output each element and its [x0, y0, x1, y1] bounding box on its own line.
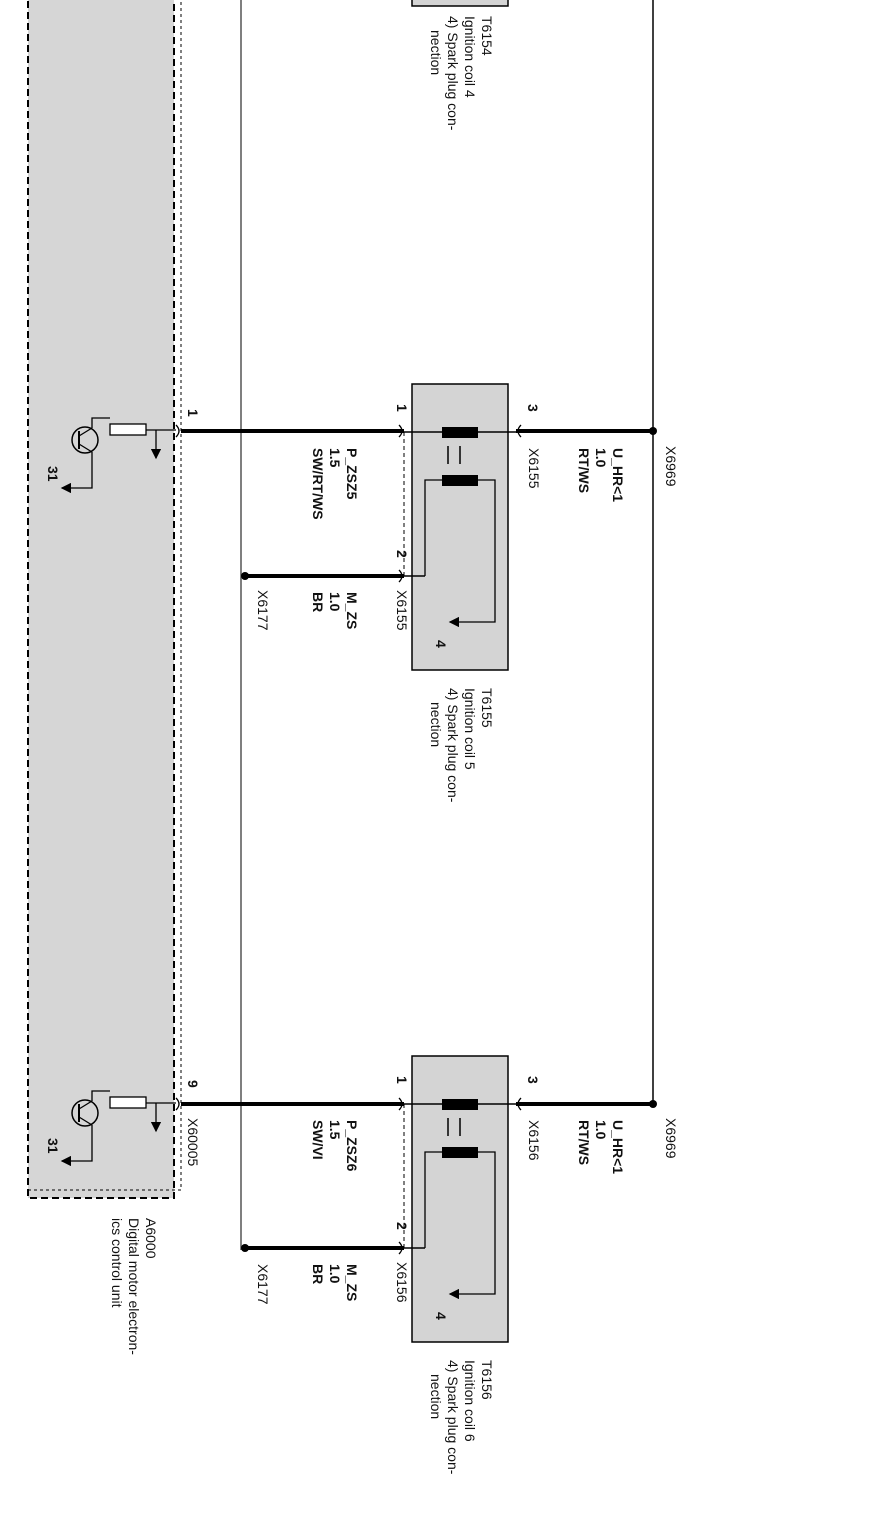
resistor-icon	[109, 1096, 147, 1109]
supply-wire-t6156-color: RT/WS	[576, 1120, 592, 1165]
coil-t6156-connector-label: X6156	[526, 1120, 542, 1161]
transistor-icon	[71, 426, 99, 454]
coil-t6154-desc-2: nection	[428, 30, 444, 75]
signal-wire-t6156-size: 1.5	[327, 1120, 343, 1140]
supply-wire-t6156-size: 1.0	[593, 1120, 609, 1140]
supply-junction-label: X6969	[663, 1118, 679, 1159]
ground-wire-t6155-color: BR	[310, 592, 326, 612]
coil-t6155-desc-1: 4) Spark plug con-	[445, 688, 461, 803]
ground-junction-label: X6177	[255, 590, 271, 631]
coil-t6156-windings	[404, 1099, 516, 1300]
signal-wire-t6156-signal: P_ZSZ6	[344, 1120, 360, 1172]
resistor-icon	[109, 423, 147, 436]
coil-t6156-pin-signal: 1	[394, 1076, 410, 1084]
ecu-pin-label-1: 1	[185, 409, 201, 417]
coil-t6154-name: Ignition coil 4	[462, 16, 478, 98]
coil-t6156-pin-supply: 3	[525, 1076, 541, 1084]
transistor-icon	[71, 1099, 99, 1127]
ecu-connector-label: X60005	[185, 1118, 201, 1166]
ecu-description-line-2: ics control unit	[109, 1218, 125, 1308]
signal-wire-t6155-color: SW/RT/WS	[310, 448, 326, 520]
coil-t6154-desc-1: 4) Spark plug con-	[445, 16, 461, 131]
supply-wire-t6155-signal: U_HR<1	[610, 448, 626, 502]
coil-t6155-name: Ignition coil 5	[462, 688, 478, 770]
coil-t6155-windings	[404, 427, 516, 628]
coil-t6156-desc-1: 4) Spark plug con-	[445, 1360, 461, 1475]
signal-wire-t6156-color: SW/VI	[310, 1120, 326, 1160]
ecu-output-stage-2	[60, 1090, 176, 1167]
ecu-ground-label-2: 31	[45, 1138, 61, 1154]
ecu-id: A6000	[143, 1218, 159, 1259]
ground-wire-t6155-signal: M_ZS	[344, 592, 360, 629]
ecu-output-stage-1	[60, 417, 176, 494]
coil-t6154-id: T6154	[479, 16, 495, 56]
coil-t6155-box[interactable]	[411, 383, 509, 671]
coil-t6155-pin-supply: 3	[525, 404, 541, 412]
coil-t6155-pin-spark: 4	[433, 640, 449, 648]
ground-wire-t6156-signal: M_ZS	[344, 1264, 360, 1301]
ecu-description-line-1: Digital motor electron-	[126, 1218, 142, 1355]
ground-junction-label: X6177	[255, 1264, 271, 1305]
coil-t6155-pin-ground: 2	[394, 550, 410, 558]
coil-t6155-pin-signal: 1	[394, 404, 410, 412]
coil-t6155-connector-label: X6155	[394, 590, 410, 631]
ground-wire-t6155-size: 1.0	[327, 592, 343, 612]
ecu-box[interactable]	[27, 0, 175, 1199]
connector-marks	[175, 424, 522, 1255]
supply-junction-label: X6969	[663, 446, 679, 487]
ecu-ground-label-1: 31	[45, 466, 61, 482]
coil-t6156-name: Ignition coil 6	[462, 1360, 478, 1442]
coil-t6155-desc-2: nection	[428, 702, 444, 747]
ground-wire-t6156-color: BR	[310, 1264, 326, 1284]
supply-wire-t6155-color: RT/WS	[576, 448, 592, 493]
signal-wire-t6155-size: 1.5	[327, 448, 343, 468]
ground-wire-t6156-size: 1.0	[327, 1264, 343, 1284]
ecu-pin-label-2: 9	[185, 1080, 201, 1088]
coil-t6156-connector-label: X6156	[394, 1262, 410, 1303]
coil-t6154-box[interactable]	[411, 0, 509, 7]
coil-t6156-desc-2: nection	[428, 1374, 444, 1419]
coil-t6156-id: T6156	[479, 1360, 495, 1400]
supply-wire-t6156-signal: U_HR<1	[610, 1120, 626, 1174]
coil-t6156-pin-spark: 4	[433, 1312, 449, 1320]
coil-t6156-box[interactable]	[411, 1055, 509, 1343]
coil-t6156-pin-ground: 2	[394, 1222, 410, 1230]
supply-wire-t6155-size: 1.0	[593, 448, 609, 468]
coil-t6155-id: T6155	[479, 688, 495, 728]
signal-wire-t6155-signal: P_ZSZ5	[344, 448, 360, 500]
coil-t6155-connector-label: X6155	[526, 448, 542, 489]
